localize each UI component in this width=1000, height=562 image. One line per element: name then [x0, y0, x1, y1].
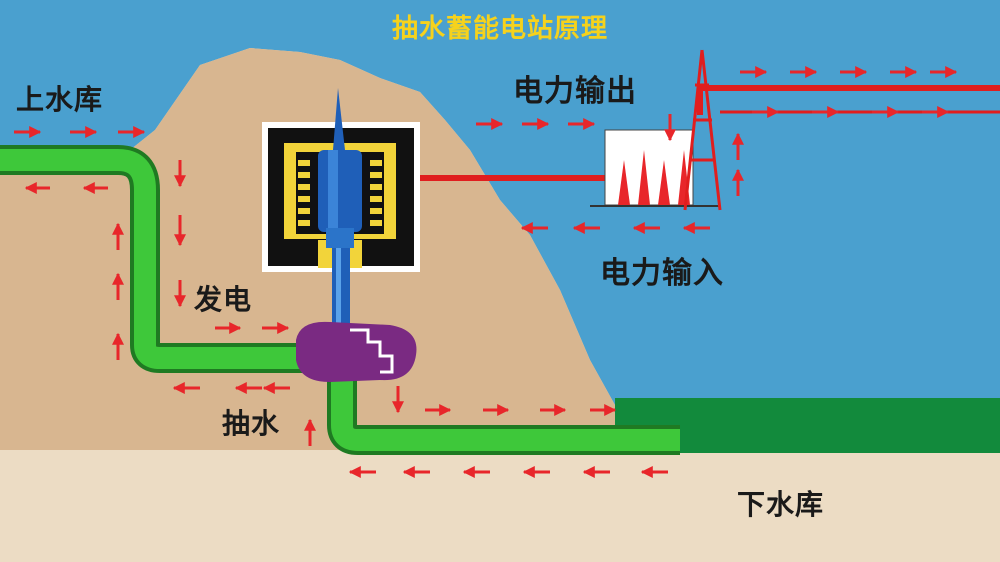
- power-output-label: 电力输出: [513, 74, 637, 109]
- lower-reservoir-label: 下水库: [737, 488, 825, 521]
- diagram-title: 抽水蓄能电站原理: [391, 14, 608, 44]
- flow-arrows: [14, 66, 958, 478]
- upper-reservoir-label: 上水库: [16, 83, 104, 116]
- generate-label: 发电: [194, 283, 253, 316]
- pump-label: 抽水: [222, 407, 281, 440]
- transmission-tower-icon: [683, 49, 722, 211]
- water-pipe-inner: [0, 149, 680, 451]
- power-input-label: 电力输入: [600, 256, 724, 291]
- turbine-icon: [296, 321, 417, 382]
- generator-icon: [262, 88, 420, 348]
